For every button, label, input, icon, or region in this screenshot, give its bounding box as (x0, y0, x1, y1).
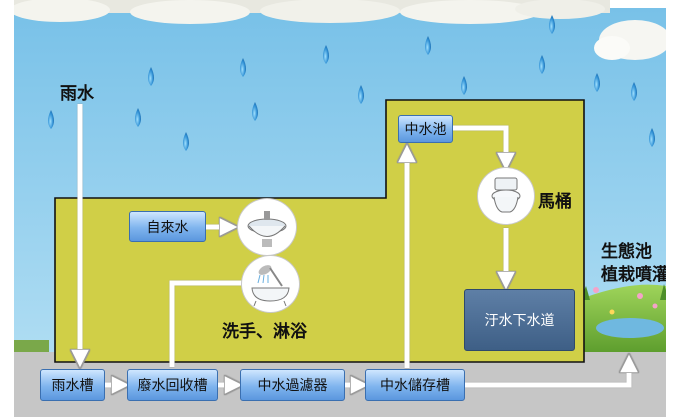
pipe-storage-pond (465, 362, 629, 388)
label-toilet: 馬桶 (538, 192, 572, 212)
raindrop-icon (48, 15, 655, 151)
box-greywater-pool: 中水池 (398, 115, 453, 143)
label-plant-irrigation: 植栽噴灌 (601, 265, 669, 285)
cloud-icon (0, 0, 671, 60)
shower-bathtub-icon (242, 256, 299, 312)
box-waste-recovery-tank: 廢水回收槽 (127, 369, 218, 401)
box-greywater-storage: 中水儲存槽 (365, 369, 465, 401)
box-greywater-filter: 中水過濾器 (240, 369, 345, 401)
box-sewer: 汙水下水道 (464, 289, 575, 351)
label-wash-shower: 洗手、淋浴 (222, 322, 307, 342)
frame-right (666, 0, 680, 417)
building (54, 99, 585, 363)
label-eco-pond: 生態池 (601, 242, 652, 262)
frame-left (0, 0, 14, 417)
pipe-shower (169, 280, 243, 367)
pipe-pool-toilet (453, 125, 506, 163)
toilet-icon (478, 168, 534, 224)
box-rainwater-tank: 雨水槽 (40, 369, 105, 401)
label-rain: 雨水 (60, 84, 94, 104)
eco-pond-scene (578, 284, 669, 352)
box-tap-water: 自來水 (129, 211, 206, 242)
sink-icon (238, 199, 296, 255)
